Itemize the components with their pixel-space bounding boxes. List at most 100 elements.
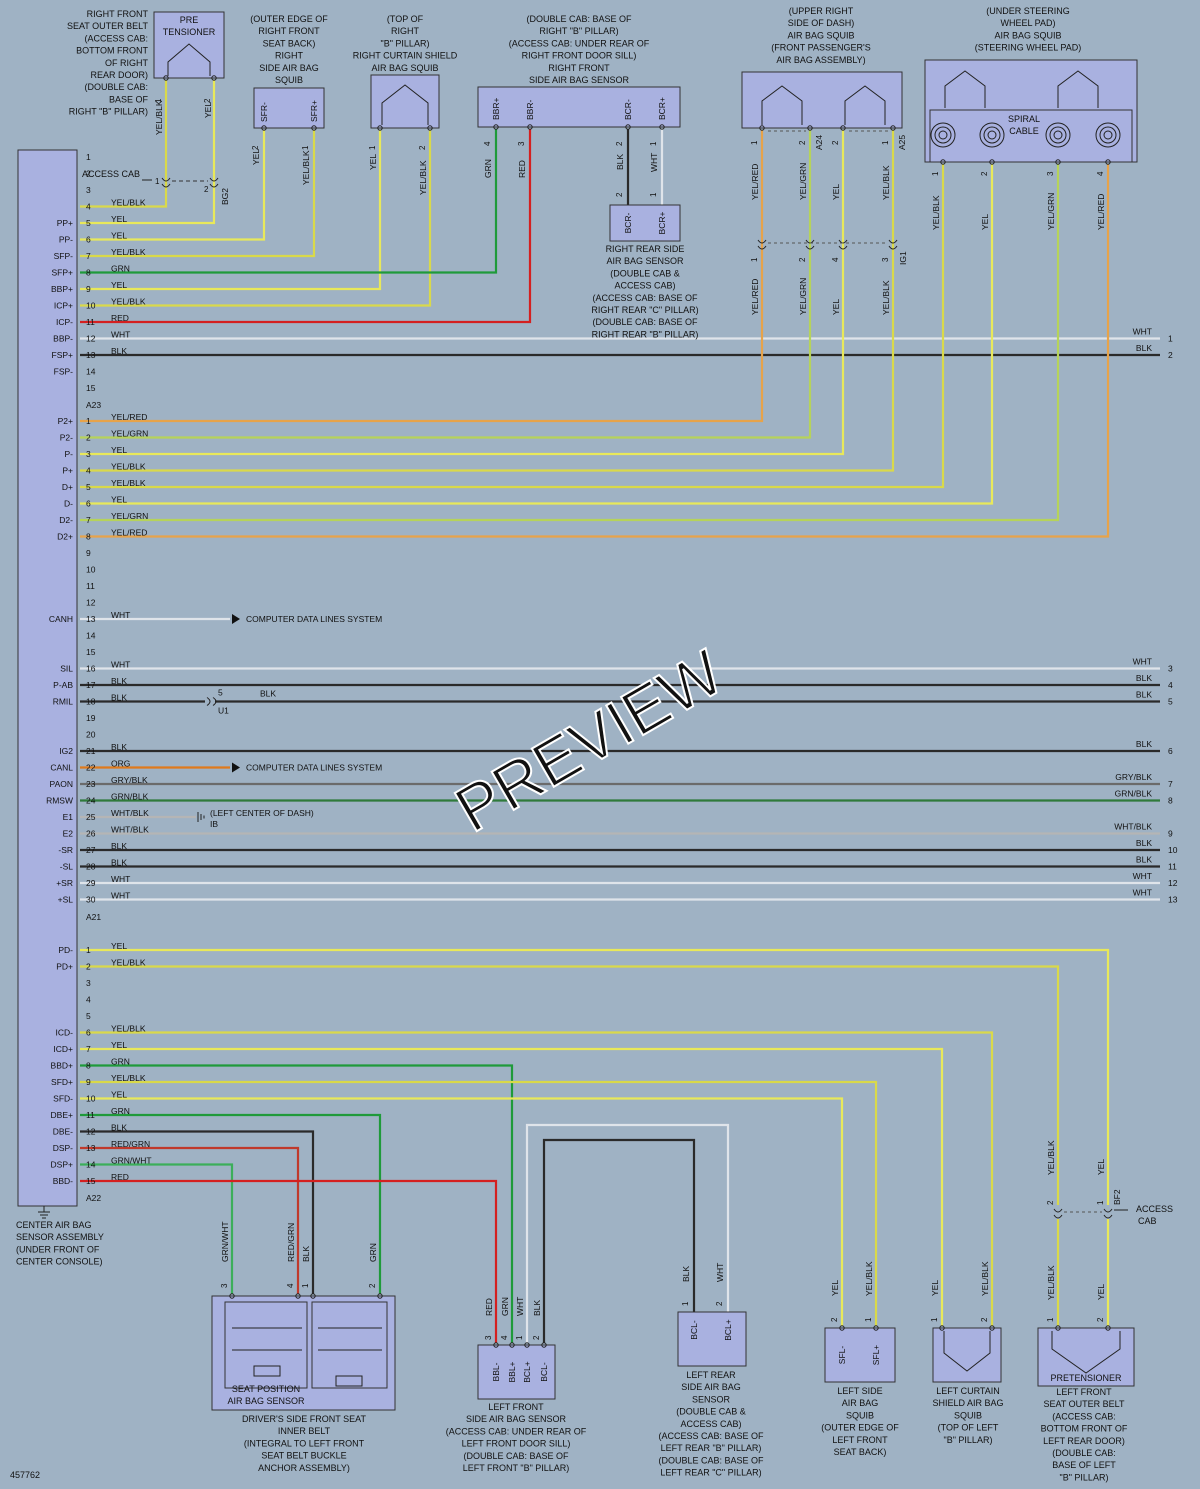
- pretensioner-symbol: [167, 43, 211, 76]
- pin-signal: D-: [64, 499, 73, 509]
- pin-number: 28: [86, 862, 96, 872]
- edge-terminal-number: 6: [1168, 746, 1173, 756]
- r-curtain-squib-label: "B" PILLAR): [381, 38, 430, 48]
- pin-number: 7: [86, 515, 91, 525]
- lf-side-sensor-label: LEFT FRONT DOOR SILL): [462, 1439, 571, 1449]
- pin-num: 1: [864, 1317, 873, 1322]
- edge-wire-color: BLK: [1136, 838, 1152, 848]
- pin-number: 2: [86, 433, 91, 443]
- wire-color-label: YEL: [111, 495, 127, 505]
- lf-pretensioner-label: BASE OF LEFT: [1052, 1460, 1116, 1470]
- rr-side-sensor-label: RIGHT REAR "C" PILLAR): [591, 305, 698, 315]
- wire-color-label: YEL/RED: [111, 528, 147, 538]
- pin-number: 11: [86, 581, 95, 591]
- wire-color-label: WHT: [111, 610, 130, 620]
- pin-num: 2: [715, 1301, 724, 1306]
- lr-side-sensor-label: LEFT REAR: [686, 1370, 736, 1380]
- edge-terminal-number: 8: [1168, 796, 1173, 806]
- pin-number: 15: [86, 383, 96, 393]
- rr-side-sensor-label: RIGHT REAR "B" PILLAR): [592, 329, 699, 339]
- pin-number: 7: [86, 1044, 91, 1054]
- pin-number: 10: [86, 1094, 96, 1104]
- pin-number: 22: [86, 763, 96, 773]
- pin-number: 8: [86, 532, 91, 542]
- squib-symbol: [844, 85, 886, 125]
- pin-number: 5: [86, 218, 91, 228]
- lf-side-squib-label: LEFT FRONT: [832, 1435, 888, 1445]
- wire-color-label: WHT: [111, 330, 130, 340]
- connector-break: [1053, 1208, 1063, 1219]
- pin-signal: SIL: [60, 664, 73, 674]
- wire-color-label: BLK: [111, 676, 127, 686]
- pin-number: 6: [86, 499, 91, 509]
- pin-terminal: [940, 159, 946, 165]
- pin-num: 2: [831, 140, 840, 145]
- canl-destination: COMPUTER DATA LINES SYSTEM: [246, 763, 382, 773]
- pin-number: 5: [86, 1011, 91, 1021]
- wire-bcl-minus: [542, 1138, 696, 1343]
- wire-color-label: YEL/BLK: [111, 478, 146, 488]
- r-curtain-squib-label: RIGHT: [391, 26, 420, 36]
- wire-color-label: GRN/BLK: [111, 792, 149, 802]
- pin-signal: IG2: [59, 746, 73, 756]
- access-cab-note: CAB: [1138, 1216, 1157, 1226]
- connector-break: [888, 239, 898, 250]
- wire-label: YEL/BLK: [1046, 1140, 1056, 1175]
- pin-terminal: [939, 1325, 945, 1331]
- seat-position-sensor-box: [211, 1295, 396, 1411]
- rf-side-sensor-label: RIGHT FRONT: [548, 63, 610, 73]
- wire-color-label: YEL/BLK: [111, 462, 146, 472]
- edge-terminal-number: 11: [1168, 862, 1177, 872]
- passenger-squib-label: SIDE OF DASH): [788, 18, 855, 28]
- passenger-squib-label: (UPPER RIGHT: [789, 6, 854, 16]
- wire-icp-plus: [80, 130, 382, 291]
- wire-color-label: RED/GRN: [111, 1139, 150, 1149]
- wire-label: GRN: [483, 159, 493, 178]
- pin-number: 10: [86, 565, 96, 575]
- rf-pretensioner-label: BOTTOM FRONT: [76, 46, 148, 56]
- l-curtain-squib-label: LEFT CURTAIN: [936, 1386, 1000, 1396]
- rf-side-squib-label: RIGHT FRONT: [258, 26, 320, 36]
- passenger-squib-label: AIR BAG ASSEMBLY): [776, 55, 865, 65]
- sensor-inner: [311, 1301, 388, 1389]
- l-curtain-squib-label: SQUIB: [954, 1410, 982, 1420]
- pin-number: 9: [86, 1077, 91, 1087]
- rf-side-squib-box: [253, 87, 325, 129]
- pin-number: 1: [86, 416, 91, 426]
- pin-num: 1: [750, 257, 759, 262]
- rf-side-sensor-box: [477, 86, 681, 128]
- pin-number: 9: [86, 284, 91, 294]
- steering-squib-label: (STEERING WHEEL PAD): [975, 43, 1082, 53]
- pin-terminal: [377, 1293, 383, 1299]
- connector-bg2: BG2: [220, 188, 230, 205]
- lr-side-sensor-label: LEFT REAR "B" PILLAR): [661, 1443, 762, 1453]
- pin-terminal: [311, 125, 317, 131]
- pin-number: 15: [86, 1176, 96, 1186]
- lf-pretensioner-label: SEAT OUTER BELT: [1043, 1399, 1125, 1409]
- wire-color-label: YEL/BLK: [111, 247, 146, 257]
- lf-side-squib-label: (OUTER EDGE OF: [821, 1423, 899, 1433]
- r-curtain-squib-label: (TOP OF: [387, 14, 424, 24]
- wire-label: YEL: [980, 214, 990, 230]
- rf-pretensioner-label: RIGHT FRONT: [87, 9, 149, 19]
- lf-side-squib-box: [824, 1327, 896, 1383]
- pin-signal: BCL-: [539, 1362, 549, 1382]
- passenger-squib-label: AIR BAG SQUIB: [787, 30, 854, 40]
- steering-squib-label: AIR BAG SQUIB: [994, 30, 1061, 40]
- wire-label: BLK: [532, 1300, 542, 1316]
- pin-terminal: [493, 124, 499, 130]
- wire-color-label: YEL/BLK: [111, 958, 146, 968]
- ground-icon: [197, 812, 205, 822]
- spiral-coil-icon: [1095, 122, 1121, 148]
- l-curtain-squib-label: SHIELD AIR BAG: [932, 1398, 1003, 1408]
- pin-number: 11: [86, 1110, 95, 1120]
- pin-num: 4: [500, 1335, 509, 1340]
- connector-name: A23: [86, 400, 101, 410]
- wire-label: YEL/BLK: [881, 165, 891, 200]
- pin-signal: FSP-: [54, 367, 74, 377]
- wire-label: WHT: [515, 1297, 525, 1316]
- wire-l-curtain: [80, 1031, 994, 1326]
- pin-number: 1: [86, 152, 91, 162]
- connector-break: [206, 697, 217, 706]
